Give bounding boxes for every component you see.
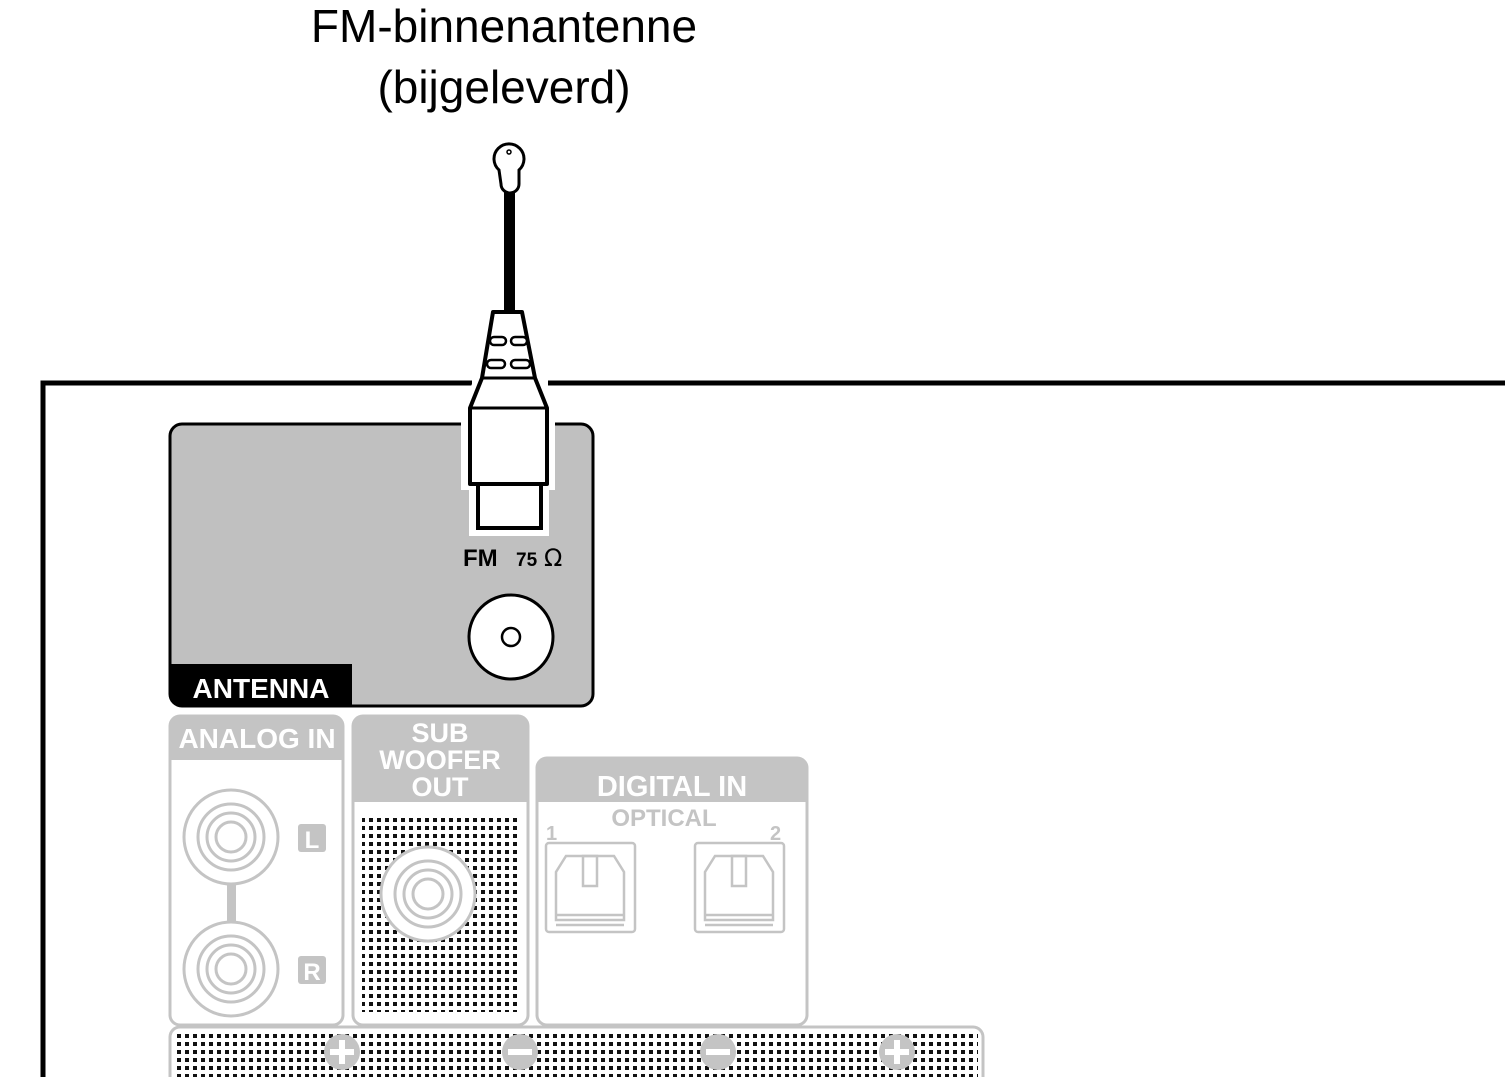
- subwoofer-out-panel: SUB WOOFER OUT: [351, 714, 530, 1027]
- plus-terminal-icon[interactable]: [879, 1034, 915, 1070]
- subwoofer-label-line-3: OUT: [412, 772, 470, 802]
- antenna-cable: [504, 192, 515, 312]
- analog-in-right-jack[interactable]: [182, 920, 280, 1018]
- fm-antenna-jack[interactable]: [467, 593, 555, 681]
- fm-label: FM: [463, 545, 498, 572]
- chassis-outline: [40, 380, 1505, 1077]
- impedance-label: 75: [516, 550, 538, 571]
- optical-port-1[interactable]: [544, 841, 637, 934]
- analog-in-panel: ANALOG IN L R: [168, 714, 345, 1027]
- digital-in-label: DIGITAL IN: [597, 771, 747, 803]
- subwoofer-label-line-2: WOOFER: [379, 745, 501, 775]
- antenna-tip-icon: [492, 142, 526, 195]
- optical-port-2[interactable]: [693, 841, 786, 934]
- plus-terminal-icon[interactable]: [324, 1034, 360, 1070]
- speaker-terminal-strip: [168, 1025, 985, 1077]
- minus-terminal-icon[interactable]: [502, 1034, 538, 1070]
- title-line-2: (bijgeleverd): [377, 61, 630, 113]
- subwoofer-label-line-1: SUB: [411, 718, 468, 748]
- antenna-label: ANTENNA: [193, 673, 330, 704]
- antenna-panel: ANTENNA FM 75 Ω: [168, 422, 595, 708]
- left-channel-label: L: [305, 827, 320, 854]
- analog-in-label: ANALOG IN: [178, 723, 335, 754]
- optical-label: OPTICAL: [611, 805, 716, 832]
- ohm-symbol: Ω: [544, 544, 562, 572]
- digital-in-panel: DIGITAL IN OPTICAL 1 2: [535, 756, 809, 1027]
- optical-port-2-label: 2: [770, 823, 781, 845]
- subwoofer-jack[interactable]: [379, 845, 477, 943]
- antenna-label-box: [170, 664, 352, 706]
- optical-port-1-label: 1: [546, 823, 557, 845]
- fm-indoor-antenna: [461, 142, 555, 536]
- analog-in-left-jack[interactable]: [182, 788, 280, 886]
- title-line-1: FM-binnenantenne: [311, 0, 697, 52]
- fm-plug[interactable]: [468, 310, 549, 530]
- right-channel-label: R: [303, 959, 320, 986]
- vent-grille-bottom: [176, 1033, 978, 1077]
- minus-terminal-icon[interactable]: [700, 1034, 736, 1070]
